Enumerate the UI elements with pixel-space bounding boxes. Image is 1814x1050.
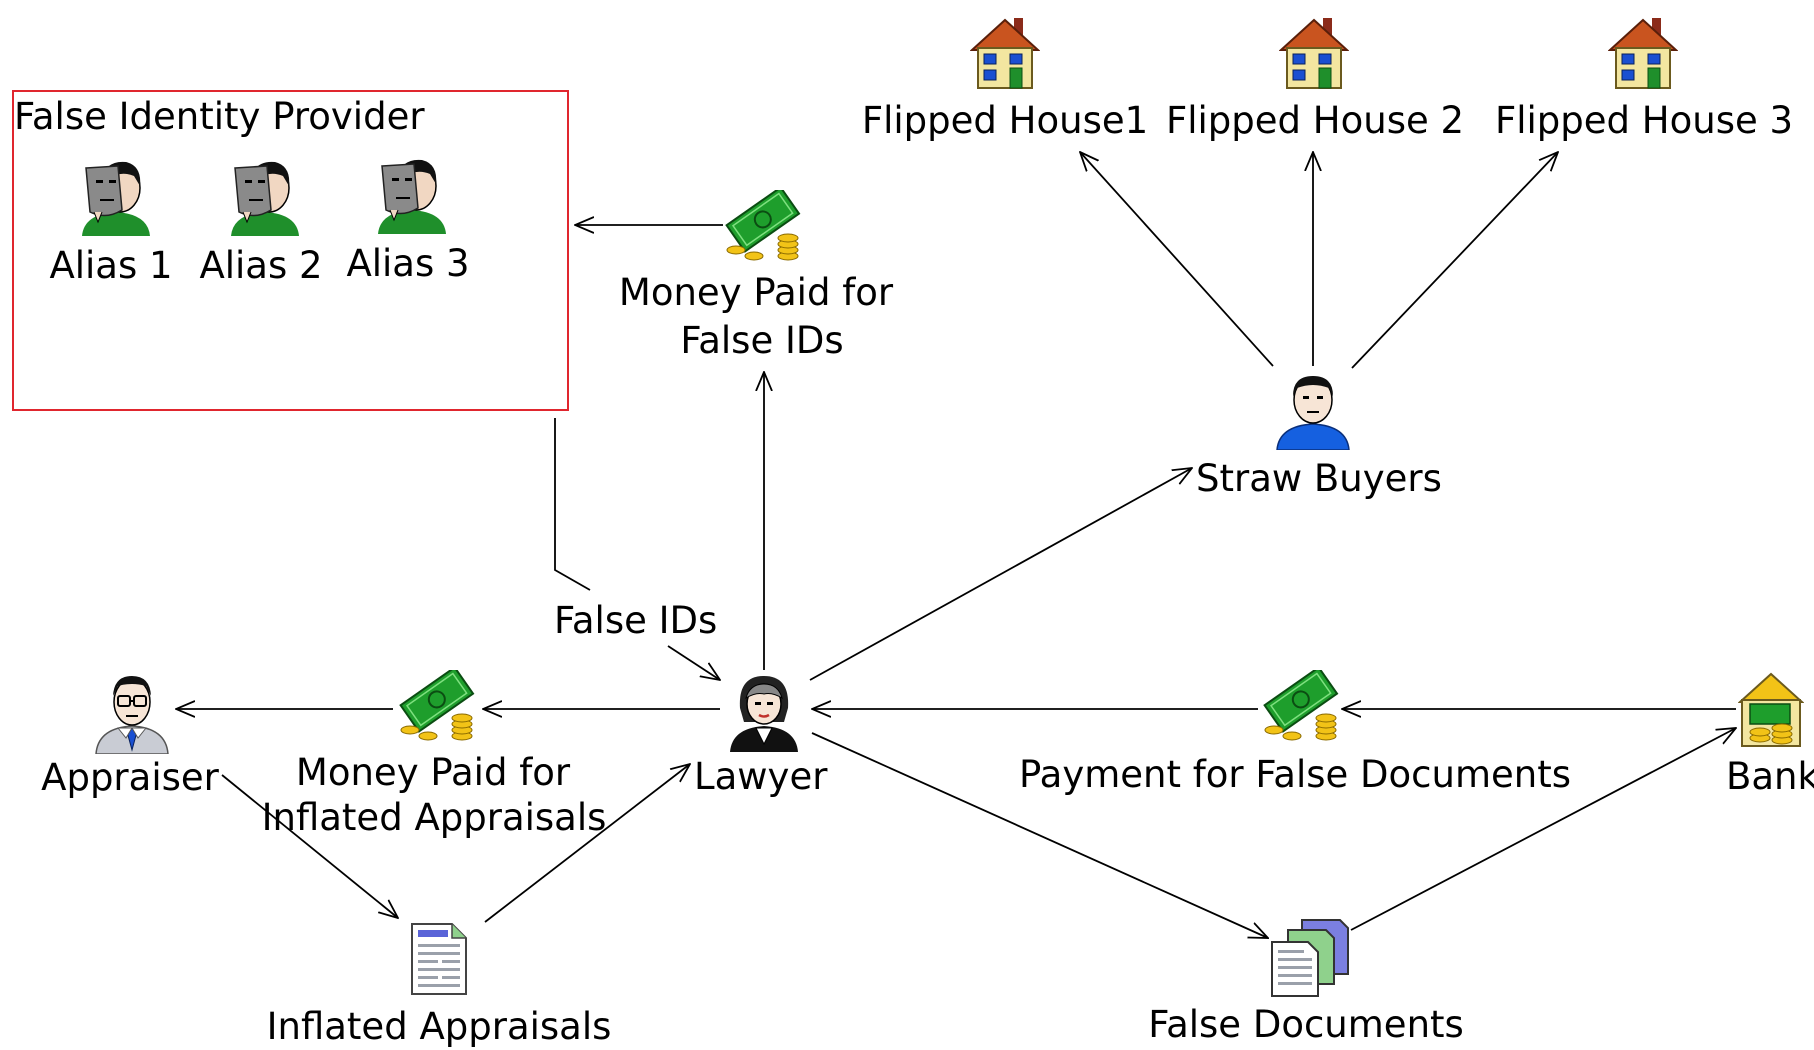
false-ids-edge-label: False IDs — [554, 599, 718, 642]
inflated-appraisals-document-icon[interactable] — [408, 922, 470, 996]
payment-false-docs-label: Payment for False Documents — [1019, 753, 1571, 796]
lawyer-label: Lawyer — [694, 755, 828, 798]
alias-1-label: Alias 1 — [49, 244, 173, 287]
alias-2-label: Alias 2 — [199, 244, 323, 287]
house-2-icon[interactable] — [1279, 16, 1349, 90]
edge-appraiser-to-inflated — [221, 774, 398, 918]
appraiser-label: Appraiser — [41, 756, 219, 799]
money-appraisals-label-line1: Money Paid for — [295, 751, 571, 794]
house-1-label: Flipped House1 — [861, 99, 1149, 142]
payment-false-docs-money-icon[interactable] — [1260, 670, 1342, 744]
edge-provider-to-lawyer — [554, 418, 591, 591]
false-identity-provider-group[interactable] — [12, 90, 569, 411]
alias-3-label: Alias 3 — [346, 242, 470, 285]
alias-1-person-mask-icon[interactable] — [76, 156, 156, 236]
alias-3-person-mask-icon[interactable] — [372, 154, 452, 234]
house-3-label: Flipped House 3 — [1494, 99, 1794, 142]
house-1-icon[interactable] — [970, 16, 1040, 90]
straw-buyers-person-icon[interactable] — [1273, 372, 1353, 450]
money-appraisals-icon[interactable] — [396, 670, 478, 744]
inflated-appraisals-label: Inflated Appraisals — [266, 1005, 612, 1048]
edge-inflated-to-lawyer — [484, 764, 690, 923]
edge-false-docs-to-bank — [1350, 728, 1736, 931]
money-false-ids-icon[interactable] — [722, 190, 804, 264]
house-2-label: Flipped House 2 — [1165, 99, 1465, 142]
bank-icon[interactable] — [1738, 672, 1804, 748]
alias-2-person-mask-icon[interactable] — [225, 156, 305, 236]
false-documents-label: False Documents — [1148, 1003, 1464, 1046]
edge-lawyer-to-buyers — [809, 468, 1192, 681]
money-appraisals-label-line2: Inflated Appraisals — [261, 796, 607, 839]
house-3-icon[interactable] — [1608, 16, 1678, 90]
lawyer-person-icon[interactable] — [724, 672, 804, 752]
false-documents-stack-icon[interactable] — [1268, 918, 1350, 998]
bank-label: Bank — [1726, 755, 1814, 798]
edge-buyers-to-house3 — [1351, 152, 1558, 369]
group-title: False Identity Provider — [14, 95, 425, 138]
edge-buyers-to-house1 — [1080, 152, 1274, 367]
money-false-ids-label-line1: Money Paid for — [618, 271, 894, 314]
appraiser-person-icon[interactable] — [92, 674, 172, 754]
money-false-ids-label-line2: False IDs — [680, 319, 844, 362]
straw-buyers-label: Straw Buyers — [1196, 457, 1442, 500]
edge-false-ids-to-lawyer — [667, 645, 720, 680]
edge-lawyer-to-false-docs — [811, 732, 1268, 938]
